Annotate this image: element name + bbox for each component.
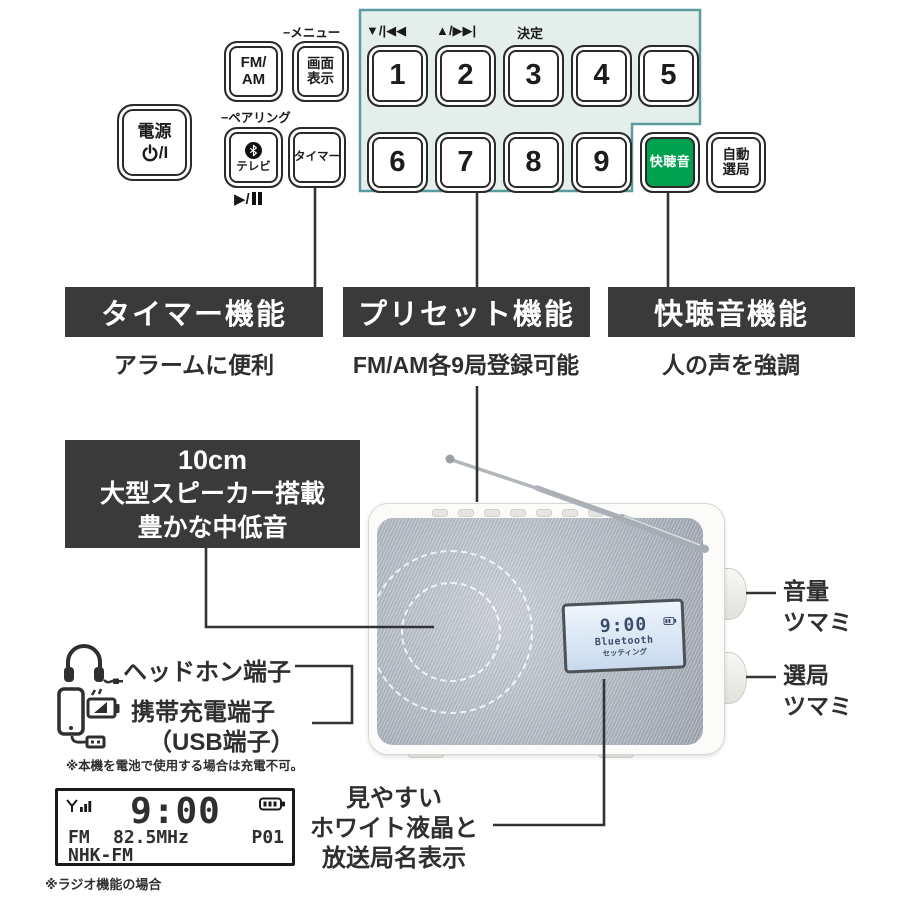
speaker-feature-line: 大型スピーカー搭載 <box>99 480 325 508</box>
kaichoon-button: 快聴音 <box>640 132 700 193</box>
fm-am-label: FM/ <box>240 54 267 71</box>
fm-am-button: FM/ AM <box>224 41 283 102</box>
digit: 5 <box>660 59 677 92</box>
feature-header-preset: プリセット機能 <box>343 287 590 337</box>
top-button <box>562 509 578 517</box>
play-pause-icon: ▶/ <box>234 190 262 208</box>
digit: 7 <box>457 145 474 178</box>
device-lcd-time: 9:00 <box>599 613 648 637</box>
lcd-feature-callout: 見やすい ホワイト液晶と 放送局名表示 <box>297 784 491 874</box>
feature-subtitle-timer: アラームに便利 <box>113 352 275 378</box>
power-button: 電源 /I <box>117 104 192 181</box>
feature-subtitle-kaichoon: 人の声を強調 <box>662 352 800 378</box>
charge-note: ※本機を電池で使用する場合は充電不可。 <box>66 759 304 773</box>
lcd-panel-mockup: 9:00 FM 82.5MHz P01 NHK-FM <box>55 788 295 866</box>
bluetooth-icon <box>245 141 262 159</box>
feature-subtitle-preset: FM/AM各9局登録可能 <box>352 352 580 378</box>
speaker-feature-line: 豊かな中低音 <box>137 514 288 542</box>
signal-icon <box>66 799 92 812</box>
preset-button-8: 8 <box>503 132 564 193</box>
preset-button-4: 4 <box>571 45 632 107</box>
feature-header-kaichoon: 快聴音機能 <box>608 287 855 337</box>
digit: 9 <box>593 145 610 178</box>
digit: 6 <box>389 145 406 178</box>
speaker-feature-callout: 10cm 大型スピーカー搭載 豊かな中低音 <box>65 440 360 548</box>
bluetooth-tv-button: テレビ <box>224 127 283 188</box>
pairing-label: −ペアリング <box>221 111 291 125</box>
lcd-station-name: NHK-FM <box>68 845 134 866</box>
top-button <box>510 509 526 517</box>
label-line: 音量 <box>783 578 829 604</box>
auto-tune-label: 選局 <box>722 161 750 177</box>
kaichoon-label: 快聴音 <box>649 154 691 170</box>
preset-button-9: 9 <box>571 132 632 193</box>
display-label: 表示 <box>307 70 334 86</box>
down-skip-label: ▼/|◀◀ <box>366 23 407 38</box>
usb-jack-label-line2: （USB端子） <box>148 729 295 756</box>
usb-jack-label-line1: 携帯充電端子 <box>131 699 275 726</box>
preset-button-7: 7 <box>435 132 496 193</box>
speaker-feature-line: 10cm <box>177 445 248 475</box>
power-icon <box>142 144 158 162</box>
timer-label: タイマー <box>294 151 340 164</box>
label-line: ツマミ <box>783 609 852 635</box>
device-lcd-line2: セッティング <box>602 646 648 658</box>
menu-label: −メニュー <box>283 26 341 40</box>
speaker-ring-inner <box>401 582 501 682</box>
power-label: 電源 <box>137 121 172 141</box>
preset-button-5: 5 <box>638 45 699 107</box>
display-button: 画面 表示 <box>292 41 349 102</box>
lcd-feature-line: 見やすい <box>346 785 442 812</box>
top-button <box>588 509 604 517</box>
digit: 4 <box>593 59 610 92</box>
usb-charge-icon <box>57 687 120 749</box>
timer-button: タイマー <box>288 127 346 188</box>
auto-tune-label: 自動 <box>722 146 750 162</box>
up-skip-label: ▲/▶▶| <box>436 23 477 38</box>
label-line: 選局 <box>783 662 829 688</box>
digit: 1 <box>389 59 406 92</box>
lcd-frequency: 82.5MHz <box>113 827 189 848</box>
digit: 3 <box>525 59 542 92</box>
enter-label: 決定 <box>517 26 544 41</box>
feature-title: プリセット機能 <box>357 299 575 331</box>
lcd-band: FM <box>68 827 90 848</box>
digit: 8 <box>525 145 542 178</box>
volume-knob-label: 音量 ツマミ <box>783 576 852 638</box>
feature-title: タイマー機能 <box>100 299 287 331</box>
auto-tune-button: 自動 選局 <box>706 132 766 193</box>
pause-bar <box>258 192 262 205</box>
preset-button-6: 6 <box>367 132 428 193</box>
battery-icon <box>259 797 285 811</box>
bluetooth-tv-label: テレビ <box>236 160 271 173</box>
top-button <box>458 509 474 517</box>
preset-button-1: 1 <box>367 45 428 107</box>
display-label: 画面 <box>307 55 334 71</box>
radio-mode-note: ※ラジオ機能の場合 <box>45 877 162 892</box>
preset-button-3: 3 <box>503 45 564 107</box>
play-symbol: ▶/ <box>234 191 250 208</box>
tuning-knob-label: 選局 ツマミ <box>783 660 852 722</box>
top-button <box>484 509 500 517</box>
top-button <box>432 509 448 517</box>
feature-header-timer: タイマー機能 <box>65 287 323 337</box>
speaker-ring-outer <box>377 550 533 714</box>
fm-am-label: AM <box>241 70 266 88</box>
device-lcd: 9:00 Bluetooth セッティング <box>561 598 687 674</box>
lcd-feature-line: ホワイト液晶と <box>310 815 478 842</box>
top-button <box>536 509 552 517</box>
device-lcd-screen: 9:00 Bluetooth セッティング <box>564 601 684 671</box>
preset-button-2: 2 <box>435 45 496 107</box>
pause-bar <box>252 192 256 205</box>
headphone-jack-label: ヘッドホン端子 <box>123 659 291 686</box>
headphone-icon <box>64 644 123 684</box>
digit: 2 <box>457 59 474 92</box>
lcd-time: 9:00 <box>130 791 221 832</box>
feature-title: 快聴音機能 <box>653 299 809 331</box>
lcd-preset-number: P01 <box>251 827 284 848</box>
lcd-feature-line: 放送局名表示 <box>322 845 466 872</box>
label-line: ツマミ <box>783 693 852 719</box>
power-symbol: /I <box>158 142 169 162</box>
battery-icon <box>663 616 677 625</box>
